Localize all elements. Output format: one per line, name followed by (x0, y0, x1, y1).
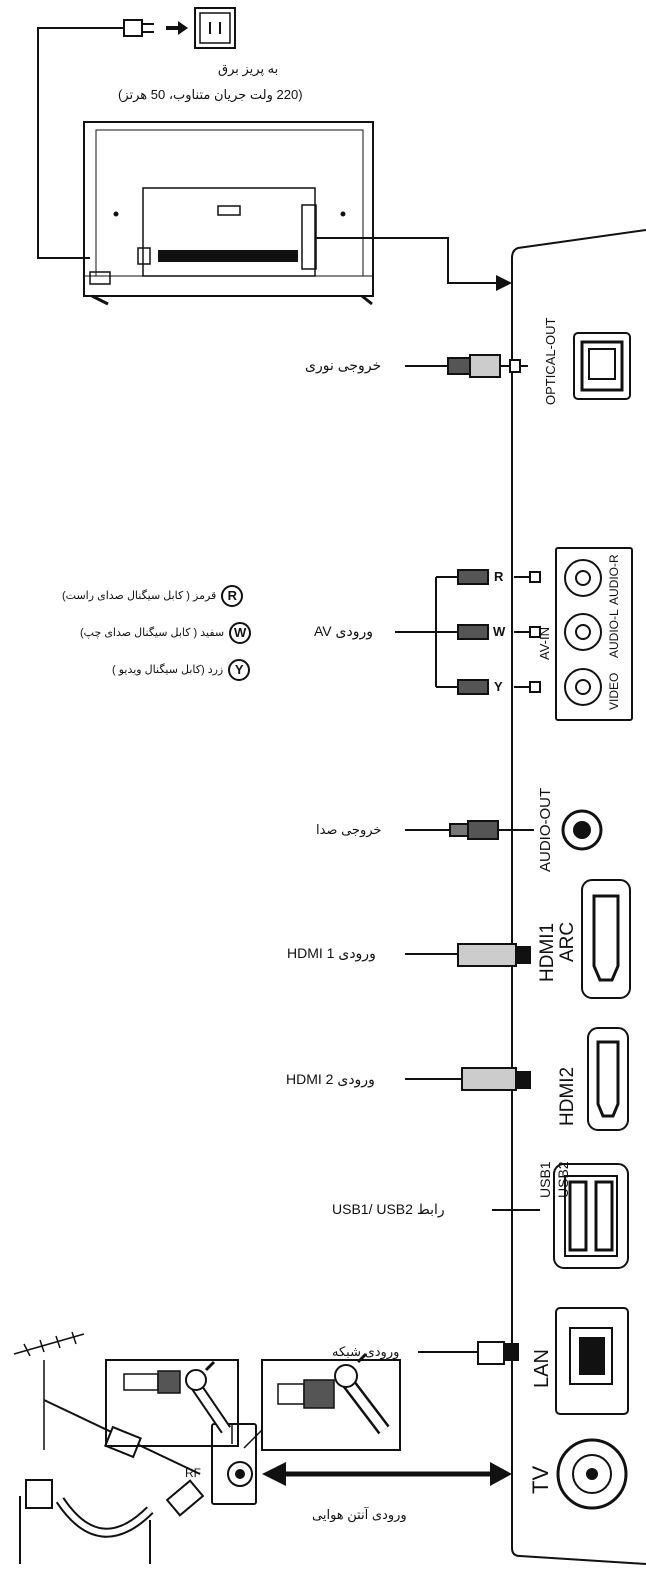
hdmi1-cable (405, 943, 531, 967)
optical-out-label: خروجی نوری (305, 357, 382, 373)
port-label-tv: TV (528, 1465, 553, 1494)
legend-text-y: زرد (کابل سیگنال ویدیو ) (112, 663, 224, 676)
plug-letter-y: Y (494, 679, 503, 694)
port-label-usb1: USB1 (537, 1161, 553, 1198)
tv-back-illustration (83, 121, 500, 306)
port-label-usb2: USB2 (555, 1161, 571, 1198)
lan-port (555, 1307, 629, 1415)
hdmi1-port (581, 879, 631, 999)
hdmi2-port (587, 1027, 629, 1131)
audio-out-port (561, 809, 603, 851)
power-label-line1: به پریز برق (218, 61, 279, 76)
legend-white: W سفید ( کابل سیگنال صدای چپ) (80, 622, 252, 644)
legend-text-w: سفید ( کابل سیگنال صدای چپ) (80, 626, 225, 639)
legend-letter-y: Y (228, 659, 251, 681)
audio-out-cable (405, 820, 534, 840)
port-label-audio-l: AUDIO-L (607, 609, 621, 658)
rf-label: RF (185, 1466, 201, 1480)
lan-cable (418, 1341, 519, 1365)
port-label-audio-r: AUDIO-R (607, 554, 621, 605)
hdmi2-in-label: ورودی 2 HDMI (286, 1071, 375, 1087)
av-cable (395, 569, 541, 695)
port-label-hdmi2: HDMI2 (557, 1066, 578, 1126)
optical-port (573, 332, 631, 400)
plug-letter-r: R (494, 569, 504, 584)
hdmi2-cable (405, 1067, 531, 1091)
legend-letter-w: W (229, 622, 252, 644)
plug-letter-w: W (493, 624, 506, 639)
usb-ports (553, 1163, 629, 1269)
power-label-line2: (220 ولت جریان متناوب، 50 هرتز) (118, 87, 303, 102)
antenna-illustration (13, 1331, 257, 1564)
audio-out-label: خروجی صدا (316, 822, 382, 837)
arrow-right-icon (490, 1462, 512, 1486)
port-label-arc: ARC (557, 921, 578, 962)
port-label-hdmi1: HDMI1 (537, 922, 558, 982)
wall-outlet-icon (194, 7, 236, 49)
arrow-head-icon (178, 21, 188, 35)
side-panel (511, 229, 646, 1565)
lan-label: ورودی شبکه (332, 1344, 400, 1359)
optical-cable (405, 354, 528, 378)
legend-yellow: Y زرد (کابل سیگنال ویدیو ) (112, 659, 251, 681)
antenna-port (556, 1438, 628, 1510)
power-cord (37, 19, 154, 259)
port-label-av-in: AV-IN (537, 627, 552, 660)
legend-red: R قرمز ( کابل سیگنال صدای راست) (62, 585, 244, 607)
legend-text-r: قرمز ( کابل سیگنال صدای راست) (62, 589, 217, 602)
arrow-left-icon (262, 1462, 286, 1486)
av-in-ports (555, 547, 633, 721)
usb-label: رابط USB1/ USB2 (332, 1201, 445, 1217)
arrow-to-panel-icon (496, 275, 512, 291)
port-label-lan: LAN (531, 1349, 553, 1388)
connector-inset-2 (231, 1352, 401, 1451)
port-label-optical: OPTICAL-OUT (543, 317, 558, 405)
av-in-label: ورودی AV (314, 623, 374, 639)
legend-letter-r: R (221, 585, 244, 607)
port-label-audio-out: AUDIO-OUT (537, 787, 554, 872)
connector-inset-1 (105, 1359, 239, 1447)
hdmi1-in-label: ورودی 1 HDMI (287, 945, 376, 961)
port-label-video: VIDEO (607, 672, 621, 710)
antenna-label: ورودی آنتن هوایی (312, 1507, 407, 1522)
